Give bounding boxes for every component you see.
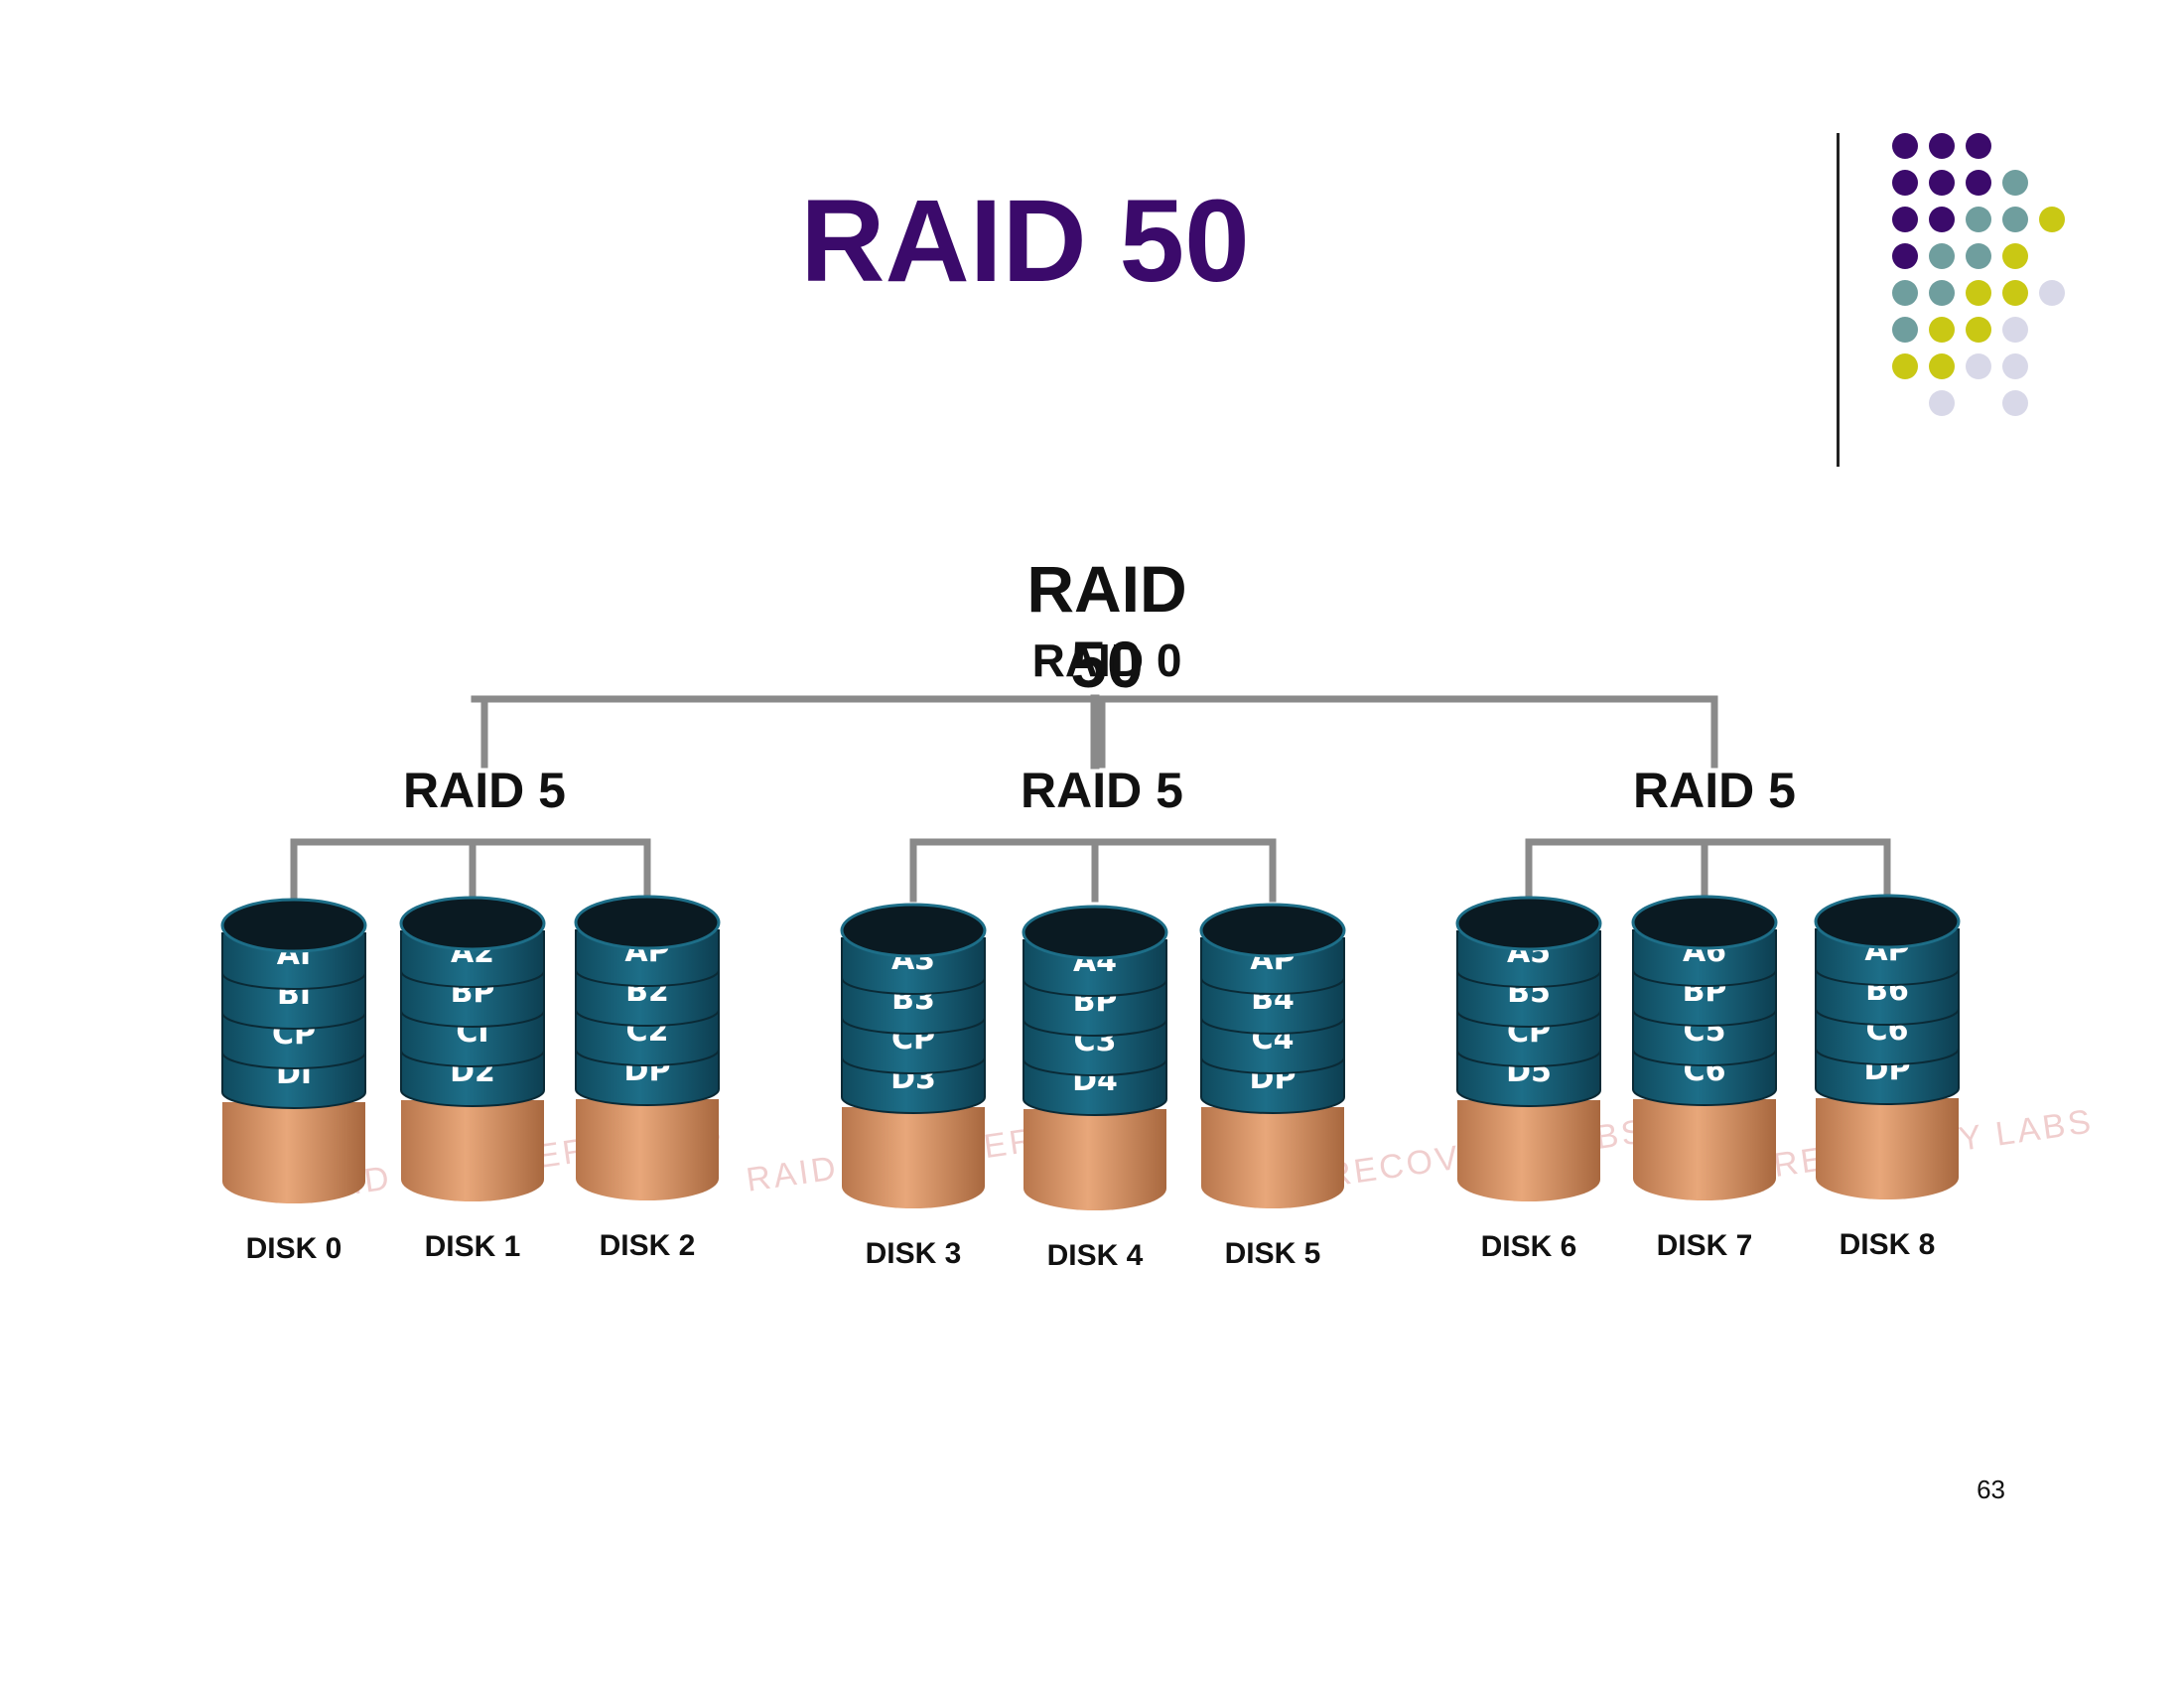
raid5-group-label: RAID 5 xyxy=(1633,763,1796,818)
disk-base xyxy=(1201,1107,1344,1208)
disk-top-cap xyxy=(574,895,721,950)
disk-name: DISK 6 xyxy=(1480,1230,1577,1263)
disk-top-cap xyxy=(1814,894,1961,949)
disk-name: DISK 7 xyxy=(1656,1229,1753,1262)
raid5-group-label: RAID 5 xyxy=(403,763,566,818)
disk-top-cap xyxy=(840,903,987,958)
disk-top-cap xyxy=(1199,903,1346,958)
disk-name: DISK 1 xyxy=(424,1230,521,1263)
disk-name: DISK 5 xyxy=(1224,1237,1321,1270)
diagram-subtitle: RAID 0 xyxy=(1031,634,1182,686)
disk-top-cap xyxy=(220,898,367,953)
disk-base xyxy=(401,1100,544,1201)
disk-top-cap xyxy=(1022,905,1168,960)
disk-base xyxy=(1457,1100,1600,1201)
disk-base xyxy=(222,1102,365,1203)
disk-base xyxy=(1816,1098,1959,1199)
disk-top-cap xyxy=(399,896,546,951)
vertical-divider xyxy=(1837,133,1840,467)
disk-top-cap xyxy=(1631,895,1778,950)
disk-base xyxy=(1633,1099,1776,1200)
disk-base xyxy=(1024,1109,1166,1210)
disk-name: DISK 3 xyxy=(865,1237,962,1270)
diagram-title: RAID 50 xyxy=(1026,552,1187,701)
page-number: 63 xyxy=(1977,1475,2005,1504)
disk-name: DISK 0 xyxy=(245,1232,342,1265)
disk-name: DISK 8 xyxy=(1839,1228,1936,1261)
disk-base xyxy=(842,1107,985,1208)
raid5-group-label: RAID 5 xyxy=(1021,763,1183,818)
slide-title: RAID 50 xyxy=(800,176,1250,307)
disk-top-cap xyxy=(1455,896,1602,951)
disk-base xyxy=(576,1099,719,1200)
disk-name: DISK 2 xyxy=(599,1229,696,1262)
disk-name: DISK 4 xyxy=(1046,1239,1144,1272)
